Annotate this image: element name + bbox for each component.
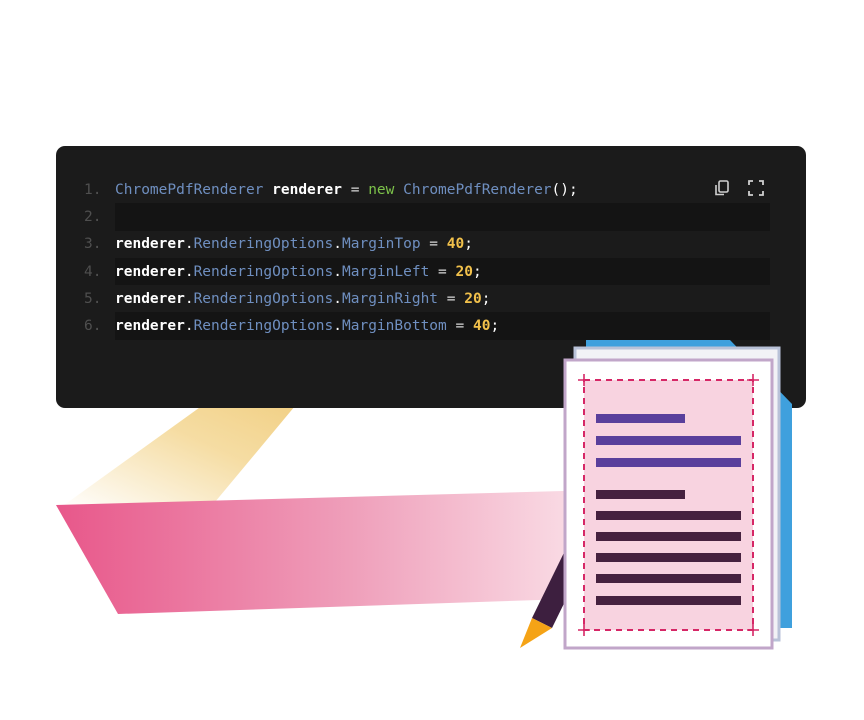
document-icon (563, 358, 774, 650)
code-token: = (341, 181, 369, 198)
code-token: = (429, 263, 456, 280)
code-token: RenderingOptions (193, 236, 334, 253)
code-line: 5. renderer.RenderingOptions.MarginRight … (84, 285, 770, 312)
code-token (394, 182, 403, 198)
code-token: renderer (115, 236, 185, 253)
copy-button[interactable] (712, 178, 732, 198)
body-lines (596, 490, 741, 605)
line-number: 4. (84, 263, 102, 280)
code-token: RenderingOptions (193, 290, 334, 307)
code-token: . (333, 318, 342, 335)
code-token: . (184, 290, 194, 307)
code-token: 40 (472, 318, 491, 335)
code-token: . (184, 263, 194, 280)
code-token: = (420, 236, 447, 253)
code-token: renderer (272, 181, 342, 198)
line-number: 2. (84, 208, 102, 225)
code-token: MarginRight (342, 290, 439, 307)
code-line: 6.renderer.RenderingOptions.MarginBottom… (84, 312, 770, 340)
code-token: (); (551, 181, 578, 198)
heading-lines (596, 414, 741, 467)
pink-ribbon (56, 490, 600, 614)
line-number: 3. (84, 236, 102, 253)
code-token: ChromePdfRenderer (403, 181, 552, 198)
line-number: 1. (84, 181, 102, 198)
code-token: MarginTop (342, 236, 421, 253)
code-line: 2. (84, 203, 770, 231)
document-illustration (520, 340, 792, 650)
fullscreen-icon (748, 180, 764, 196)
code-token: . (333, 263, 342, 280)
code-token: . (184, 318, 194, 335)
fullscreen-button[interactable] (746, 178, 766, 198)
code-line: 1. ChromePdfRenderer renderer = new Chrom… (84, 176, 770, 203)
code-token: ; (472, 263, 482, 280)
code-token: RenderingOptions (193, 263, 334, 280)
code-token: 20 (455, 263, 473, 280)
code-text: renderer.RenderingOptions.MarginBottom =… (115, 312, 770, 340)
code-text: renderer.RenderingOptions.MarginTop = 40… (115, 231, 770, 258)
code-token: ; (481, 290, 491, 307)
code-token: . (333, 236, 342, 253)
line-number: 5. (84, 290, 102, 307)
code-lines: 1. ChromePdfRenderer renderer = new Chrom… (84, 176, 770, 340)
code-text: ChromePdfRenderer renderer = new ChromeP… (115, 176, 770, 203)
panel-actions (712, 178, 766, 198)
code-token: ; (490, 318, 500, 335)
code-token: = (446, 318, 473, 335)
code-line: 3. renderer.RenderingOptions.MarginTop = … (84, 231, 770, 258)
code-token: MarginLeft (342, 263, 430, 280)
code-token: new (368, 181, 395, 198)
code-token: renderer (115, 290, 185, 307)
code-line: 4.renderer.RenderingOptions.MarginLeft =… (84, 257, 770, 286)
copy-icon (715, 180, 729, 196)
code-token: RenderingOptions (193, 318, 334, 335)
yellow-ribbon (60, 400, 300, 508)
code-token: renderer (115, 263, 185, 280)
code-token: 20 (464, 290, 482, 307)
code-token: . (333, 290, 342, 307)
code-token: ; (464, 236, 473, 253)
code-token: 40 (446, 236, 465, 253)
code-token: . (184, 236, 194, 253)
code-token: ChromePdfRenderer (115, 181, 264, 198)
code-token: renderer (115, 318, 185, 335)
code-text (115, 203, 770, 231)
crop-marks (578, 374, 759, 636)
code-token (263, 182, 272, 198)
code-token: MarginBottom (342, 318, 447, 335)
code-text: renderer.RenderingOptions.MarginRight = … (115, 285, 770, 312)
line-number: 6. (84, 318, 102, 335)
code-token: = (438, 290, 465, 307)
code-text: renderer.RenderingOptions.MarginLeft = 2… (115, 257, 770, 286)
